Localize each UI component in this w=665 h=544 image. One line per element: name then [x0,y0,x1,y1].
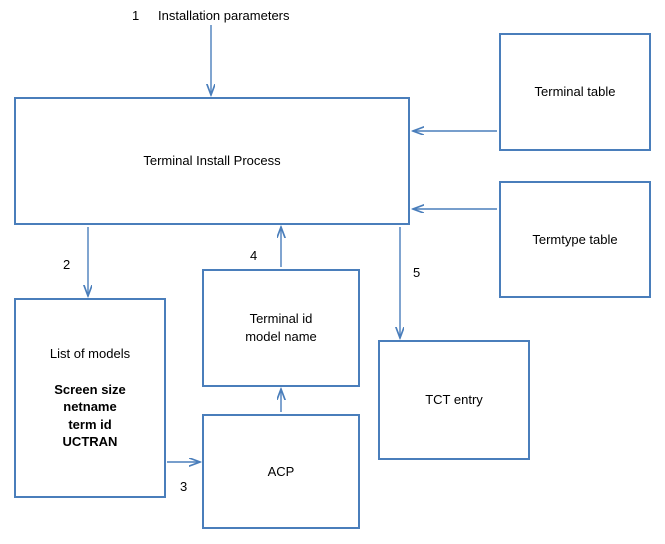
node-label-line-1: List of models [49,346,131,362]
step-number-2: 2 [63,257,71,272]
node-label: TCT entry [425,392,483,408]
node-list-of-models[interactable]: List of models Screen size netname term … [14,298,166,498]
step-number-4: 4 [250,248,258,263]
node-terminal-table[interactable]: Terminal table [499,33,651,151]
step-number-3: 3 [180,479,188,494]
installation-parameters-label: Installation parameters [158,8,290,23]
node-label: Terminal Install Process [143,153,281,169]
node-terminal-install-process[interactable]: Terminal Install Process [14,97,410,225]
node-label-line-5: term id [68,416,112,432]
node-label-line-1: Terminal id [249,311,313,327]
node-label: Terminal table [534,84,616,100]
node-label: ACP [267,463,295,479]
node-label: Termtype table [532,231,618,247]
node-terminal-id-model-name[interactable]: Terminal id model name [202,269,360,387]
node-label-line-2: model name [245,329,317,344]
node-label-line-3: Screen size [54,381,126,397]
node-termtype-table[interactable]: Termtype table [499,181,651,298]
step-number-5: 5 [413,265,421,280]
node-acp[interactable]: ACP [202,414,360,529]
step-number-1: 1 [132,8,140,23]
node-tct-entry[interactable]: TCT entry [378,340,530,460]
node-label-line-6: UCTRAN [62,434,118,450]
node-label-line-4: netname [63,399,117,415]
